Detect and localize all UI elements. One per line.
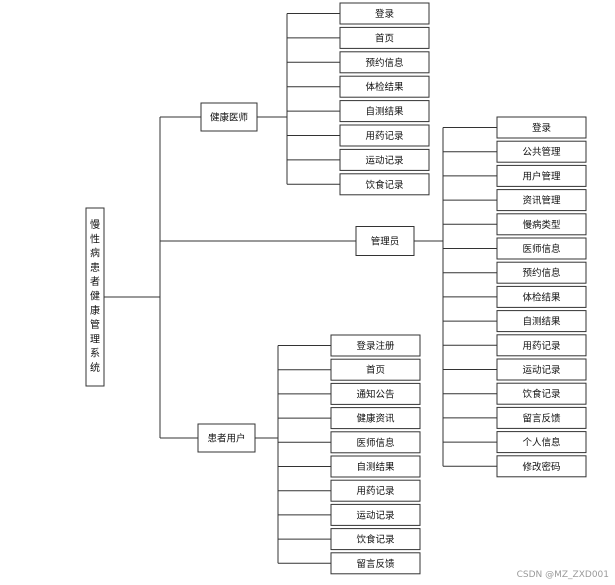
admin-leaf-6-label: 预约信息 (522, 267, 560, 279)
patient-leaf-3-box (330, 407, 421, 430)
doctor-leaf-7-box (339, 173, 430, 196)
branch-admin-box (355, 226, 415, 256)
patient-leaf-8-label: 饮食记录 (356, 534, 395, 546)
doctor-leaf-7-label: 饮食记录 (365, 179, 404, 191)
branch-patient-box (197, 423, 256, 453)
admin-leaf-13-label: 个人信息 (522, 437, 560, 449)
admin-leaf-2-box (496, 164, 587, 187)
admin-leaf-11-box (496, 382, 587, 405)
doctor-leaf-2-label: 预约信息 (365, 57, 403, 69)
doctor-leaf-3-box (339, 75, 430, 98)
patient-leaf-9-box (330, 552, 421, 575)
patient-leaf-0-label: 登录注册 (356, 340, 395, 352)
doctor-leaf-0-label: 登录 (375, 9, 395, 20)
branch-doctor-box (200, 102, 258, 132)
doctor-leaf-5-label: 用药记录 (365, 130, 404, 142)
admin-leaf-11-label: 饮食记录 (522, 388, 561, 400)
admin-leaf-5-box (496, 237, 587, 260)
root-label-char: 康 (90, 304, 100, 317)
admin-leaf-1-label: 公共管理 (522, 146, 561, 158)
admin-leaf-13-box (496, 431, 587, 454)
patient-leaf-1-box (330, 358, 421, 381)
branch-admin-label: 管理员 (371, 236, 400, 248)
root-label-char: 患 (90, 262, 100, 274)
patient-leaf-8-box (330, 528, 421, 551)
patient-leaf-6-label: 用药记录 (356, 485, 395, 497)
doctor-leaf-1-box (339, 26, 430, 49)
doctor-leaf-3-label: 体检结果 (365, 81, 404, 93)
admin-leaf-7-box (496, 285, 587, 308)
admin-leaf-9-label: 用药记录 (522, 340, 561, 352)
patient-leaf-3-label: 健康资讯 (356, 413, 395, 425)
admin-leaf-12-box (496, 406, 587, 429)
patient-leaf-7-box (330, 503, 421, 526)
patient-leaf-5-box (330, 455, 421, 478)
admin-leaf-3-label: 资讯管理 (522, 195, 561, 207)
patient-leaf-5-label: 自测结果 (356, 461, 395, 473)
root-label-char: 慢 (90, 219, 100, 231)
patient-leaf-9-label: 留言反馈 (356, 558, 395, 570)
admin-leaf-9-box (496, 334, 587, 357)
root-label-char: 系 (90, 348, 100, 360)
patient-leaf-1-label: 首页 (366, 364, 385, 376)
root-label-char: 健 (90, 291, 100, 303)
root-label-char: 者 (90, 276, 100, 288)
root-label-char: 管 (90, 318, 100, 331)
root-label-char: 病 (90, 247, 100, 260)
admin-leaf-3-box (496, 189, 587, 212)
patient-leaf-0-box (330, 334, 421, 357)
admin-leaf-10-label: 运动记录 (522, 364, 561, 376)
branch-patient-label: 患者用户 (207, 433, 245, 445)
admin-leaf-0-label: 登录 (532, 123, 552, 134)
doctor-leaf-1-label: 首页 (375, 32, 394, 44)
branch-doctor-label: 健康医师 (210, 112, 248, 124)
root-label-char: 性 (90, 232, 100, 245)
admin-leaf-2-label: 用户管理 (522, 170, 561, 182)
admin-leaf-1-box (496, 140, 587, 163)
doctor-leaf-4-label: 自测结果 (365, 106, 404, 118)
patient-leaf-2-label: 通知公告 (356, 388, 394, 400)
admin-leaf-4-label: 慢病类型 (522, 219, 561, 231)
root-label-char: 理 (90, 333, 100, 345)
admin-leaf-4-box (496, 213, 587, 236)
patient-leaf-7-label: 运动记录 (356, 509, 395, 521)
admin-leaf-5-label: 医师信息 (522, 243, 560, 255)
admin-leaf-8-box (496, 310, 587, 333)
patient-leaf-4-box (330, 431, 421, 454)
admin-leaf-14-label: 修改密码 (522, 461, 560, 473)
root-label-char: 统 (90, 361, 100, 374)
doctor-leaf-5-box (339, 124, 430, 147)
admin-leaf-7-label: 体检结果 (522, 291, 561, 303)
admin-leaf-14-box (496, 455, 587, 478)
admin-leaf-0-box (496, 116, 587, 139)
admin-leaf-6-box (496, 261, 587, 284)
doctor-leaf-6-box (339, 148, 430, 171)
doctor-leaf-4-box (339, 100, 430, 123)
admin-leaf-10-box (496, 358, 587, 381)
admin-leaf-8-label: 自测结果 (522, 316, 561, 328)
doctor-leaf-2-box (339, 51, 430, 74)
csdn-watermark: CSDN @MZ_ZXD001 (516, 570, 609, 580)
admin-leaf-12-label: 留言反馈 (522, 412, 561, 424)
patient-leaf-4-label: 医师信息 (356, 437, 394, 449)
patient-leaf-2-box (330, 382, 421, 405)
doctor-leaf-6-label: 运动记录 (365, 154, 404, 166)
patient-leaf-6-box (330, 479, 421, 502)
doctor-leaf-0-box (339, 2, 430, 25)
